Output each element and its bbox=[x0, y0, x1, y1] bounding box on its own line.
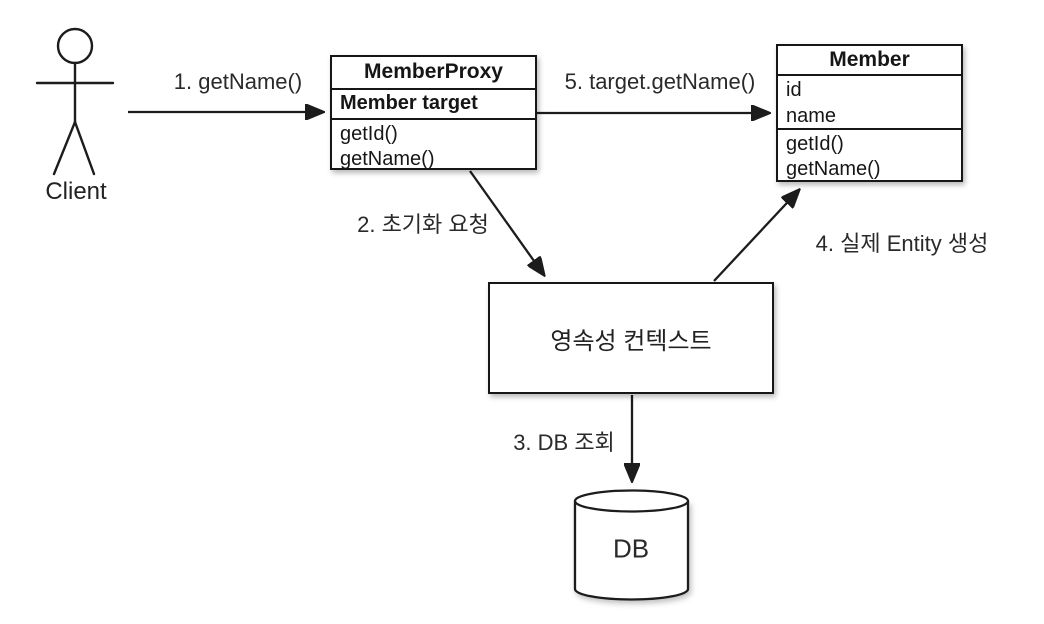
memberproxy-methods-compartment: getId() getName() bbox=[332, 120, 535, 172]
persistence-context-box: 영속성 컨텍스트 bbox=[488, 282, 774, 394]
arrow-2-label: 2. 초기화 요청 bbox=[357, 212, 489, 237]
memberproxy-method-getid: getId() bbox=[340, 123, 398, 145]
database-cylinder-icon bbox=[573, 489, 690, 601]
arrow-2-init-request bbox=[469, 170, 544, 275]
arrow-1-label: 1. getName() bbox=[173, 69, 303, 94]
member-methods-compartment: getId() getName() bbox=[778, 130, 961, 182]
memberproxy-class-title: MemberProxy bbox=[332, 57, 535, 90]
arrow-4-label: 4. 실제 Entity 생성 bbox=[815, 231, 989, 256]
member-class-title: Member bbox=[778, 46, 961, 76]
persistence-context-label: 영속성 컨텍스트 bbox=[550, 327, 712, 355]
arrow-5-label: 5. target.getName() bbox=[564, 69, 756, 94]
member-method-getname: getName() bbox=[786, 158, 881, 180]
memberproxy-class-box: MemberProxy Member target getId() getNam… bbox=[330, 55, 537, 170]
member-class-box: Member id name getId() getName() bbox=[776, 44, 963, 182]
arrow-3-label: 3. DB 조회 bbox=[513, 430, 615, 455]
client-actor-icon bbox=[35, 27, 115, 176]
member-attribute-id: id bbox=[786, 79, 802, 101]
arrow-4-create-entity bbox=[713, 190, 799, 282]
memberproxy-attribute-member-target: Member target bbox=[332, 90, 535, 120]
client-actor-label: Client bbox=[45, 178, 107, 205]
member-method-getid: getId() bbox=[786, 133, 844, 155]
database-label: DB bbox=[612, 533, 650, 564]
member-attributes-compartment: id name bbox=[778, 76, 961, 130]
memberproxy-method-getname: getName() bbox=[340, 148, 435, 170]
member-attribute-name: name bbox=[786, 105, 837, 127]
